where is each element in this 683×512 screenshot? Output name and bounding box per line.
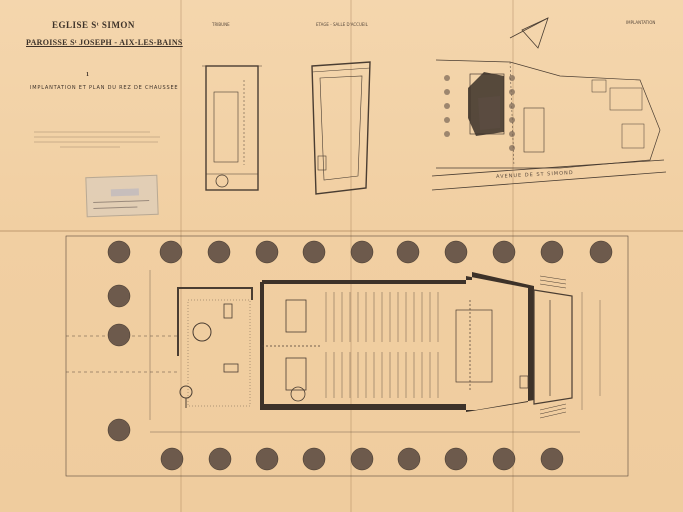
church-volume <box>468 72 504 136</box>
tribune-plan <box>202 65 262 191</box>
archive-stamp <box>85 174 159 218</box>
paper-fold <box>0 230 683 232</box>
ground-floor-frame <box>65 235 629 477</box>
section-title: IMPLANTATION ET PLAN DU REZ DE CHAUSSEE <box>30 85 179 91</box>
upper-floor-plan <box>311 61 371 195</box>
choir <box>455 289 573 405</box>
church-name: EGLISE Sᵗ SIMON <box>52 20 135 30</box>
site-trees <box>444 75 515 151</box>
tree-column-left <box>107 284 131 442</box>
site-plan-label: IMPLANTATION <box>626 20 656 25</box>
entrance-and-stairs <box>262 299 320 402</box>
tribune-label: TRIBUNE <box>212 22 230 27</box>
upper-floor-label: ETAGE - SALLE D'ACCUEIL <box>316 22 368 27</box>
forecourt <box>177 287 253 408</box>
paper-fold <box>350 0 352 512</box>
nave <box>260 272 534 412</box>
tree-row-bottom <box>160 447 564 471</box>
dimension-lines <box>149 270 601 433</box>
notes-block <box>34 131 160 148</box>
stamp-line <box>93 200 150 204</box>
section-number: 1 <box>86 72 89 78</box>
pews <box>325 292 439 398</box>
tree-row-top <box>107 240 613 264</box>
north-arrow-icon <box>509 17 549 49</box>
parish-name: PAROISSE Sᵗ JOSEPH - AIX-LES-BAINS <box>26 38 183 47</box>
stamp-line <box>93 206 138 210</box>
sacristy-stairs <box>539 275 567 419</box>
stamp-mark <box>110 188 139 197</box>
